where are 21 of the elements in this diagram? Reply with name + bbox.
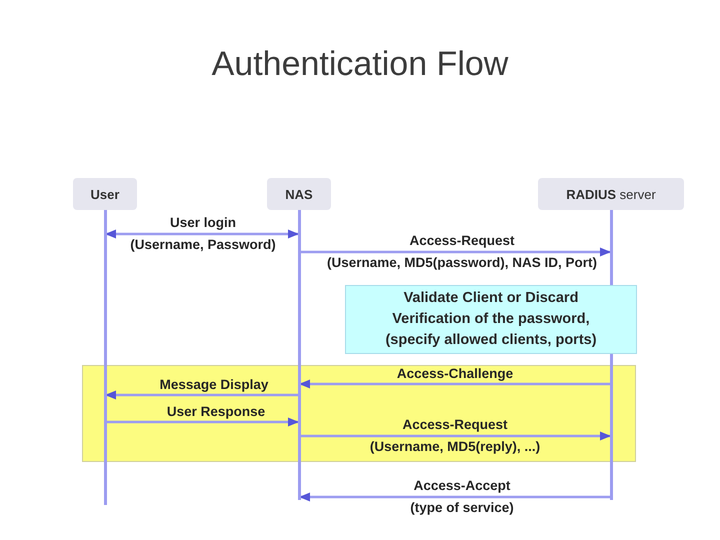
message-arrow — [105, 230, 299, 238]
note-box — [345, 285, 637, 354]
message-label: Access-Accept (type of service) — [408, 477, 516, 517]
message-label: Access-Request (Username, MD5(password), NAS ID, Port) — [324, 232, 600, 272]
message-arrow — [299, 248, 611, 256]
message-arrow — [299, 432, 611, 440]
message-arrow — [299, 380, 611, 388]
note-text: Validate Client or Discard — [402, 289, 580, 308]
message-label: Message Display — [158, 377, 270, 393]
participant-name: User — [90, 186, 120, 202]
note-text: Verification of the password, (specify allowed clients, ports) — [384, 310, 598, 350]
message-label: User Response — [164, 404, 268, 420]
message-arrow — [105, 390, 299, 400]
title: Authentication Flow — [210, 44, 510, 84]
message-label: Access-Request (Username, MD5(reply), ...) — [368, 416, 542, 456]
message-label: Access-Challenge — [394, 366, 516, 382]
participant-name: RADIUS server — [566, 186, 656, 202]
message-arrow — [105, 418, 299, 426]
message-arrow — [299, 492, 611, 502]
participant-name: NAS — [285, 186, 313, 202]
message-label: User login (Username, Password) — [128, 214, 278, 254]
